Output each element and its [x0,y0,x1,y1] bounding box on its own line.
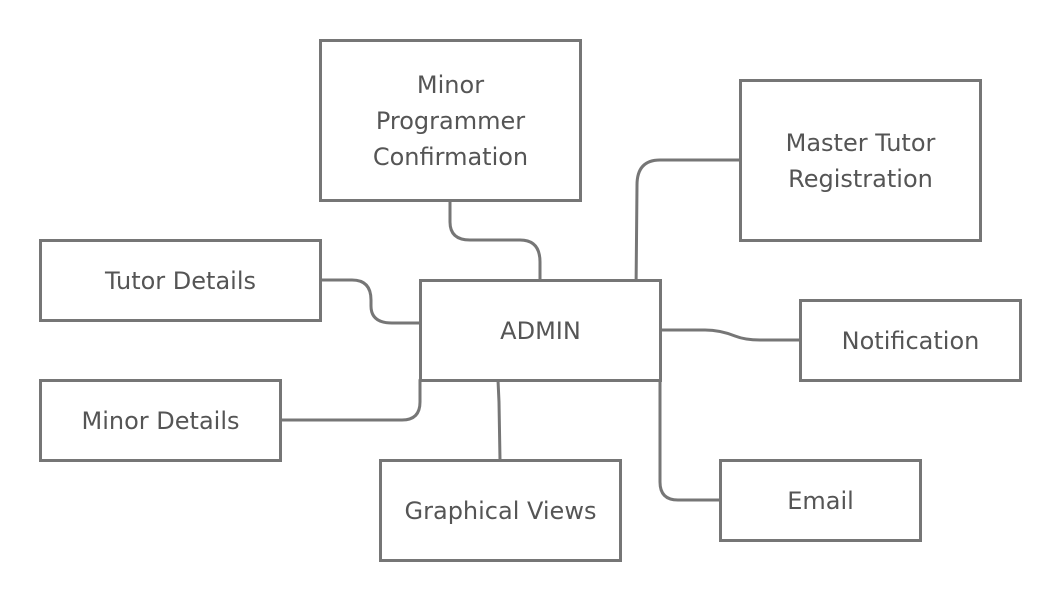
node-graphical-views: Graphical Views [379,459,622,562]
node-label-line: Registration [788,164,933,193]
node-label-line: Master Tutor [785,128,936,157]
node-minor-programmer-confirmation: Minor Programmer Confirmation [319,39,582,202]
node-tutor-details: Tutor Details [39,239,322,322]
node-label: ADMIN [500,316,581,345]
node-notification: Notification [799,299,1022,382]
node-label: Minor Programmer Confirmation [373,67,528,175]
connector-graphical-views [496,378,502,462]
connector-notification [658,328,802,342]
node-admin: ADMIN [419,279,662,382]
node-label: Minor Details [81,406,240,435]
node-label-line: Confirmation [372,142,529,171]
connector-master-tutor-registration [634,158,742,295]
node-master-tutor-registration: Master Tutor Registration [739,79,982,242]
connector-minor-programmer-confirmation [448,198,542,282]
node-label: Graphical Views [404,496,597,525]
connector-tutor-details [318,278,422,325]
node-minor-details: Minor Details [39,379,282,462]
node-label: Tutor Details [104,266,257,295]
node-label: Master Tutor Registration [786,125,936,197]
node-label: Email [787,486,854,515]
node-label-line: Minor [416,70,485,99]
connector-minor-details [278,378,422,422]
node-label-line: Programmer [375,106,526,135]
node-label: Notification [841,326,980,355]
node-email: Email [719,459,922,542]
connector-email [658,378,722,502]
